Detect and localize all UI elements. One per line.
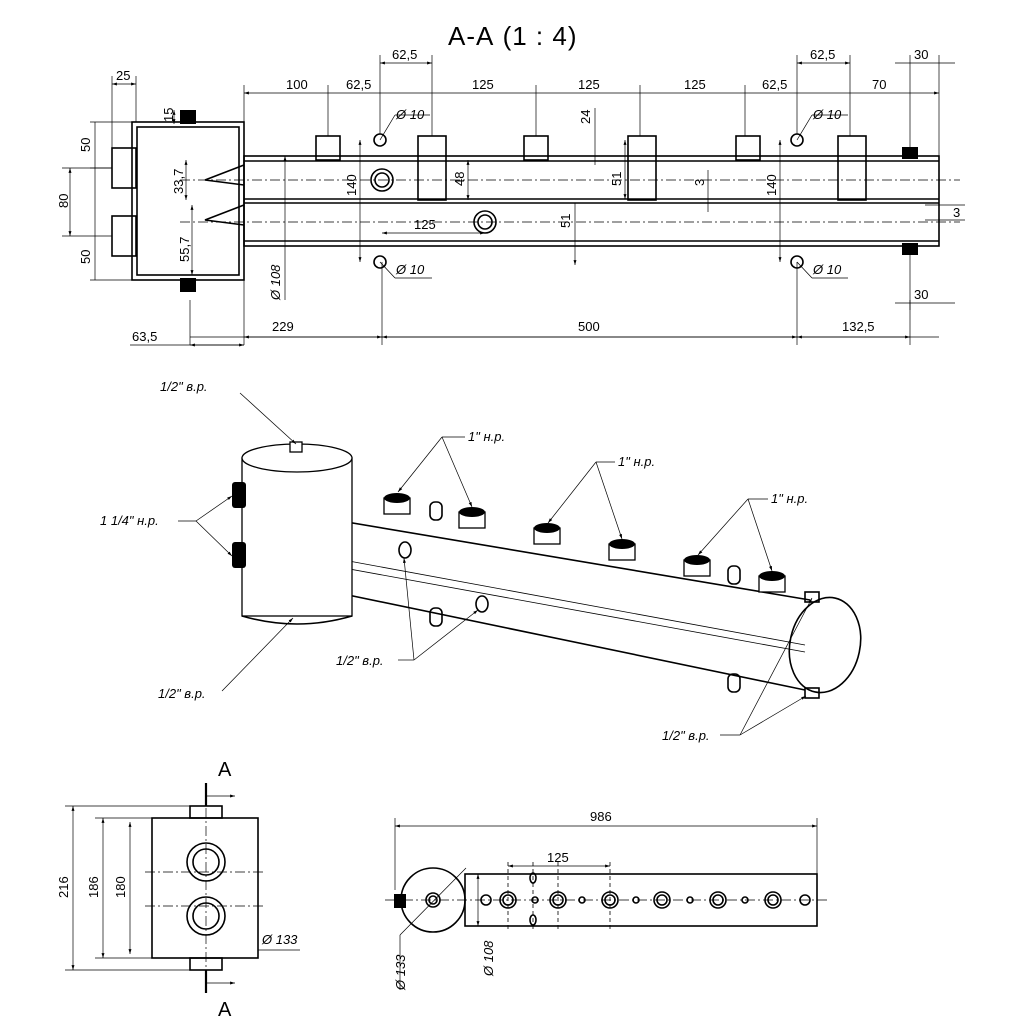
dim-986: 986: [590, 809, 612, 824]
dim-62-5-b: 62,5: [392, 47, 417, 62]
dim-30-top: 30: [914, 47, 928, 62]
iso-end-cap: [788, 596, 862, 694]
dim-125-top: 125: [547, 850, 569, 865]
section-view: А-А (1 : 4): [56, 21, 965, 347]
dim-180: 180: [113, 876, 128, 898]
section-mark-bottom: А: [218, 999, 232, 1021]
dim-125-c: 125: [684, 77, 706, 92]
side-opening-upper: [370, 168, 394, 192]
label-bottom-half: 1/2" в.р.: [158, 686, 206, 701]
dim-24: 24: [578, 110, 593, 124]
dim-62-5-d: 62,5: [810, 47, 835, 62]
dim-140-a: 140: [344, 174, 359, 196]
top-view: 986 125 Ø 133 Ø 108: [385, 809, 830, 991]
dim-d10-c: Ø 10: [395, 262, 425, 277]
dim-70: 70: [872, 77, 886, 92]
dim-3-b: 3: [953, 205, 960, 220]
label-inch-2: 1" н.р.: [618, 454, 655, 469]
dim-d10-b: Ø 10: [812, 107, 842, 122]
label-mid-half: 1/2" в.р.: [336, 653, 384, 668]
dim-62-5-a: 62,5: [346, 77, 371, 92]
dim-80: 80: [56, 194, 71, 208]
dim-229: 229: [272, 319, 294, 334]
dim-51-a: 51: [558, 214, 573, 228]
dim-125-b: 125: [578, 77, 600, 92]
main-pipe: [243, 155, 940, 247]
dim-d10-d: Ø 10: [812, 262, 842, 277]
dim-d133-top: Ø 133: [393, 954, 408, 991]
iso-main-pipe: [299, 514, 811, 691]
front-body: [151, 817, 259, 959]
label-top-half: 1/2" в.р.: [160, 379, 208, 394]
label-end-half: 1/2" в.р.: [662, 728, 710, 743]
dim-d10-a: Ø 10: [395, 107, 425, 122]
dim-216: 216: [56, 876, 71, 898]
dim-62-5-c: 62,5: [762, 77, 787, 92]
dim-186: 186: [86, 876, 101, 898]
dim-d108: Ø 108: [268, 264, 283, 301]
dim-d108-top: Ø 108: [481, 940, 496, 977]
dim-125-inner: 125: [414, 217, 436, 232]
dim-50-top: 50: [78, 138, 93, 152]
top-view-holes: [480, 872, 811, 926]
iso-chamber: [241, 457, 353, 617]
iso-nozzles: [383, 493, 786, 593]
dim-30-bottom: 30: [914, 287, 928, 302]
front-view: А А 216 186 180 Ø 133: [56, 759, 300, 1021]
dim-51-b: 51: [609, 172, 624, 186]
dim-50-bottom: 50: [78, 250, 93, 264]
iso-view: 1/2" в.р. 1 1/4" н.р. 1/2" в.р. 1/2" в.р…: [100, 379, 862, 743]
label-inch-1: 1" н.р.: [468, 429, 505, 444]
right-plug-top: [902, 147, 918, 159]
label-inch-3: 1" н.р.: [771, 491, 808, 506]
right-plug-bottom: [902, 243, 918, 255]
dim-48: 48: [452, 172, 467, 186]
dim-100: 100: [286, 77, 308, 92]
dim-55-7: 55,7: [177, 237, 192, 262]
section-mark-top: А: [218, 759, 232, 781]
dim-140-b: 140: [764, 174, 779, 196]
top-plug: [180, 110, 196, 124]
dim-63-5: 63,5: [132, 329, 157, 344]
dim-15: 15: [161, 108, 176, 122]
dim-500: 500: [578, 319, 600, 334]
dim-125-a: 125: [472, 77, 494, 92]
section-title: А-А (1 : 4): [448, 21, 577, 51]
dim-132-5: 132,5: [842, 319, 875, 334]
dim-25: 25: [116, 68, 130, 83]
bottom-plug: [180, 278, 196, 292]
label-side-quarter: 1 1/4" н.р.: [100, 513, 159, 528]
dim-33-7: 33,7: [171, 169, 186, 194]
dim-3-a: 3: [692, 179, 707, 186]
top-nozzles: [315, 135, 867, 201]
dim-d133-front: Ø 133: [261, 932, 298, 947]
